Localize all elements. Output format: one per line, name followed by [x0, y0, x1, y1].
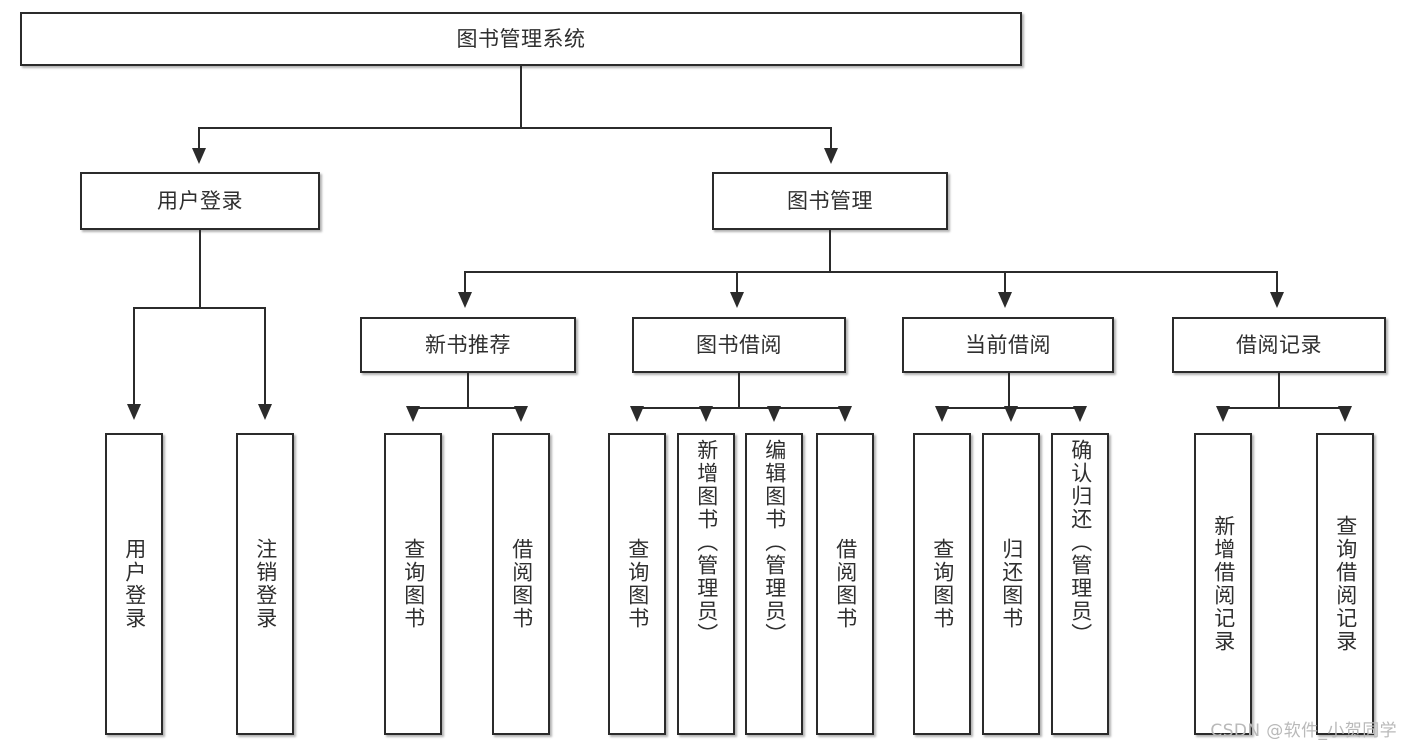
node-label: 新增借阅记录	[1211, 515, 1236, 653]
connector-bookmgmt-drop-4	[1276, 271, 1278, 293]
arrow-icon	[1216, 406, 1230, 422]
leaf-query-books-borrow[interactable]: 查询图书	[608, 433, 666, 735]
leaf-logout[interactable]: 注销登录	[236, 433, 294, 735]
node-label: 图书借阅	[696, 332, 782, 357]
node-label: 借阅图书	[833, 538, 858, 630]
leaf-query-books-recommend[interactable]: 查询图书	[384, 433, 442, 735]
node-label: 查询图书	[625, 538, 650, 630]
connector-userlogin-drop-2	[264, 307, 266, 405]
node-label: 新书推荐	[425, 332, 511, 357]
node-new-book-recommend[interactable]: 新书推荐	[360, 317, 576, 373]
arrow-icon	[192, 148, 206, 164]
leaf-edit-book-admin[interactable]: 编辑图书（管理员）	[745, 433, 803, 735]
node-current-borrow[interactable]: 当前借阅	[902, 317, 1114, 373]
arrow-icon	[258, 404, 272, 420]
node-user-login[interactable]: 用户登录	[80, 172, 320, 230]
leaf-borrow-books[interactable]: 借阅图书	[816, 433, 874, 735]
node-label: 用户登录	[157, 188, 243, 213]
connector-newbook-stem	[467, 373, 469, 409]
connector-userlogin-bar	[133, 307, 265, 309]
node-book-management[interactable]: 图书管理	[712, 172, 948, 230]
arrow-icon	[838, 406, 852, 422]
arrow-icon	[767, 406, 781, 422]
connector-root-drop-left	[198, 127, 200, 149]
arrow-icon	[998, 292, 1012, 308]
leaf-confirm-return-admin[interactable]: 确认归还（管理员）	[1051, 433, 1109, 735]
connector-borrowrecord-stem	[1278, 373, 1280, 409]
connector-root-drop-right	[830, 127, 832, 149]
node-label: 编辑图书（管理员）	[762, 439, 787, 646]
arrow-icon	[935, 406, 949, 422]
leaf-add-book-admin[interactable]: 新增图书（管理员）	[677, 433, 735, 735]
arrow-icon	[824, 148, 838, 164]
connector-bookmgmt-stem	[829, 230, 831, 272]
connector-newbook-bar	[412, 407, 522, 409]
arrow-icon	[1004, 406, 1018, 422]
arrow-icon	[127, 404, 141, 420]
node-label: 注销登录	[253, 538, 278, 630]
node-borrow-record[interactable]: 借阅记录	[1172, 317, 1386, 373]
node-label: 查询图书	[930, 538, 955, 630]
connector-root-bar	[198, 127, 832, 129]
node-book-borrow[interactable]: 图书借阅	[632, 317, 846, 373]
connector-bookborrow-stem	[738, 373, 740, 409]
connector-bookmgmt-drop-3	[1004, 271, 1006, 293]
node-label: 确认归还（管理员）	[1068, 439, 1093, 646]
arrow-icon	[1073, 406, 1087, 422]
arrow-icon	[514, 406, 528, 422]
arrow-icon	[1270, 292, 1284, 308]
connector-userlogin-drop-1	[133, 307, 135, 405]
node-label: 借阅记录	[1236, 332, 1322, 357]
node-label: 图书管理系统	[456, 26, 586, 51]
connector-bookmgmt-drop-1	[464, 271, 466, 293]
arrow-icon	[699, 406, 713, 422]
leaf-add-borrow-record[interactable]: 新增借阅记录	[1194, 433, 1252, 735]
leaf-query-borrow-record[interactable]: 查询借阅记录	[1316, 433, 1374, 735]
leaf-query-books-current[interactable]: 查询图书	[913, 433, 971, 735]
watermark-text: CSDN @软件_小贺同学	[1210, 721, 1397, 741]
leaf-user-login[interactable]: 用户登录	[105, 433, 163, 735]
arrow-icon	[1338, 406, 1352, 422]
node-label: 归还图书	[999, 538, 1024, 630]
node-label: 查询借阅记录	[1333, 515, 1358, 653]
connector-currentborrow-stem	[1008, 373, 1010, 409]
arrow-icon	[458, 292, 472, 308]
leaf-borrow-books-recommend[interactable]: 借阅图书	[492, 433, 550, 735]
node-label: 用户登录	[122, 538, 147, 630]
node-label: 查询图书	[401, 538, 426, 630]
connector-root-stem	[520, 66, 522, 128]
arrow-icon	[630, 406, 644, 422]
connector-bookmgmt-bar	[464, 271, 1276, 273]
connector-userlogin-stem	[199, 230, 201, 308]
connector-bookmgmt-drop-2	[736, 271, 738, 293]
arrow-icon	[406, 406, 420, 422]
node-label: 借阅图书	[509, 538, 534, 630]
connector-borrowrecord-bar	[1222, 407, 1344, 409]
node-label: 当前借阅	[965, 332, 1051, 357]
arrow-icon	[730, 292, 744, 308]
leaf-return-books[interactable]: 归还图书	[982, 433, 1040, 735]
connector-bookborrow-bar	[636, 407, 846, 409]
node-label: 新增图书（管理员）	[694, 439, 719, 646]
node-label: 图书管理	[787, 188, 873, 213]
node-root-system[interactable]: 图书管理系统	[20, 12, 1022, 66]
